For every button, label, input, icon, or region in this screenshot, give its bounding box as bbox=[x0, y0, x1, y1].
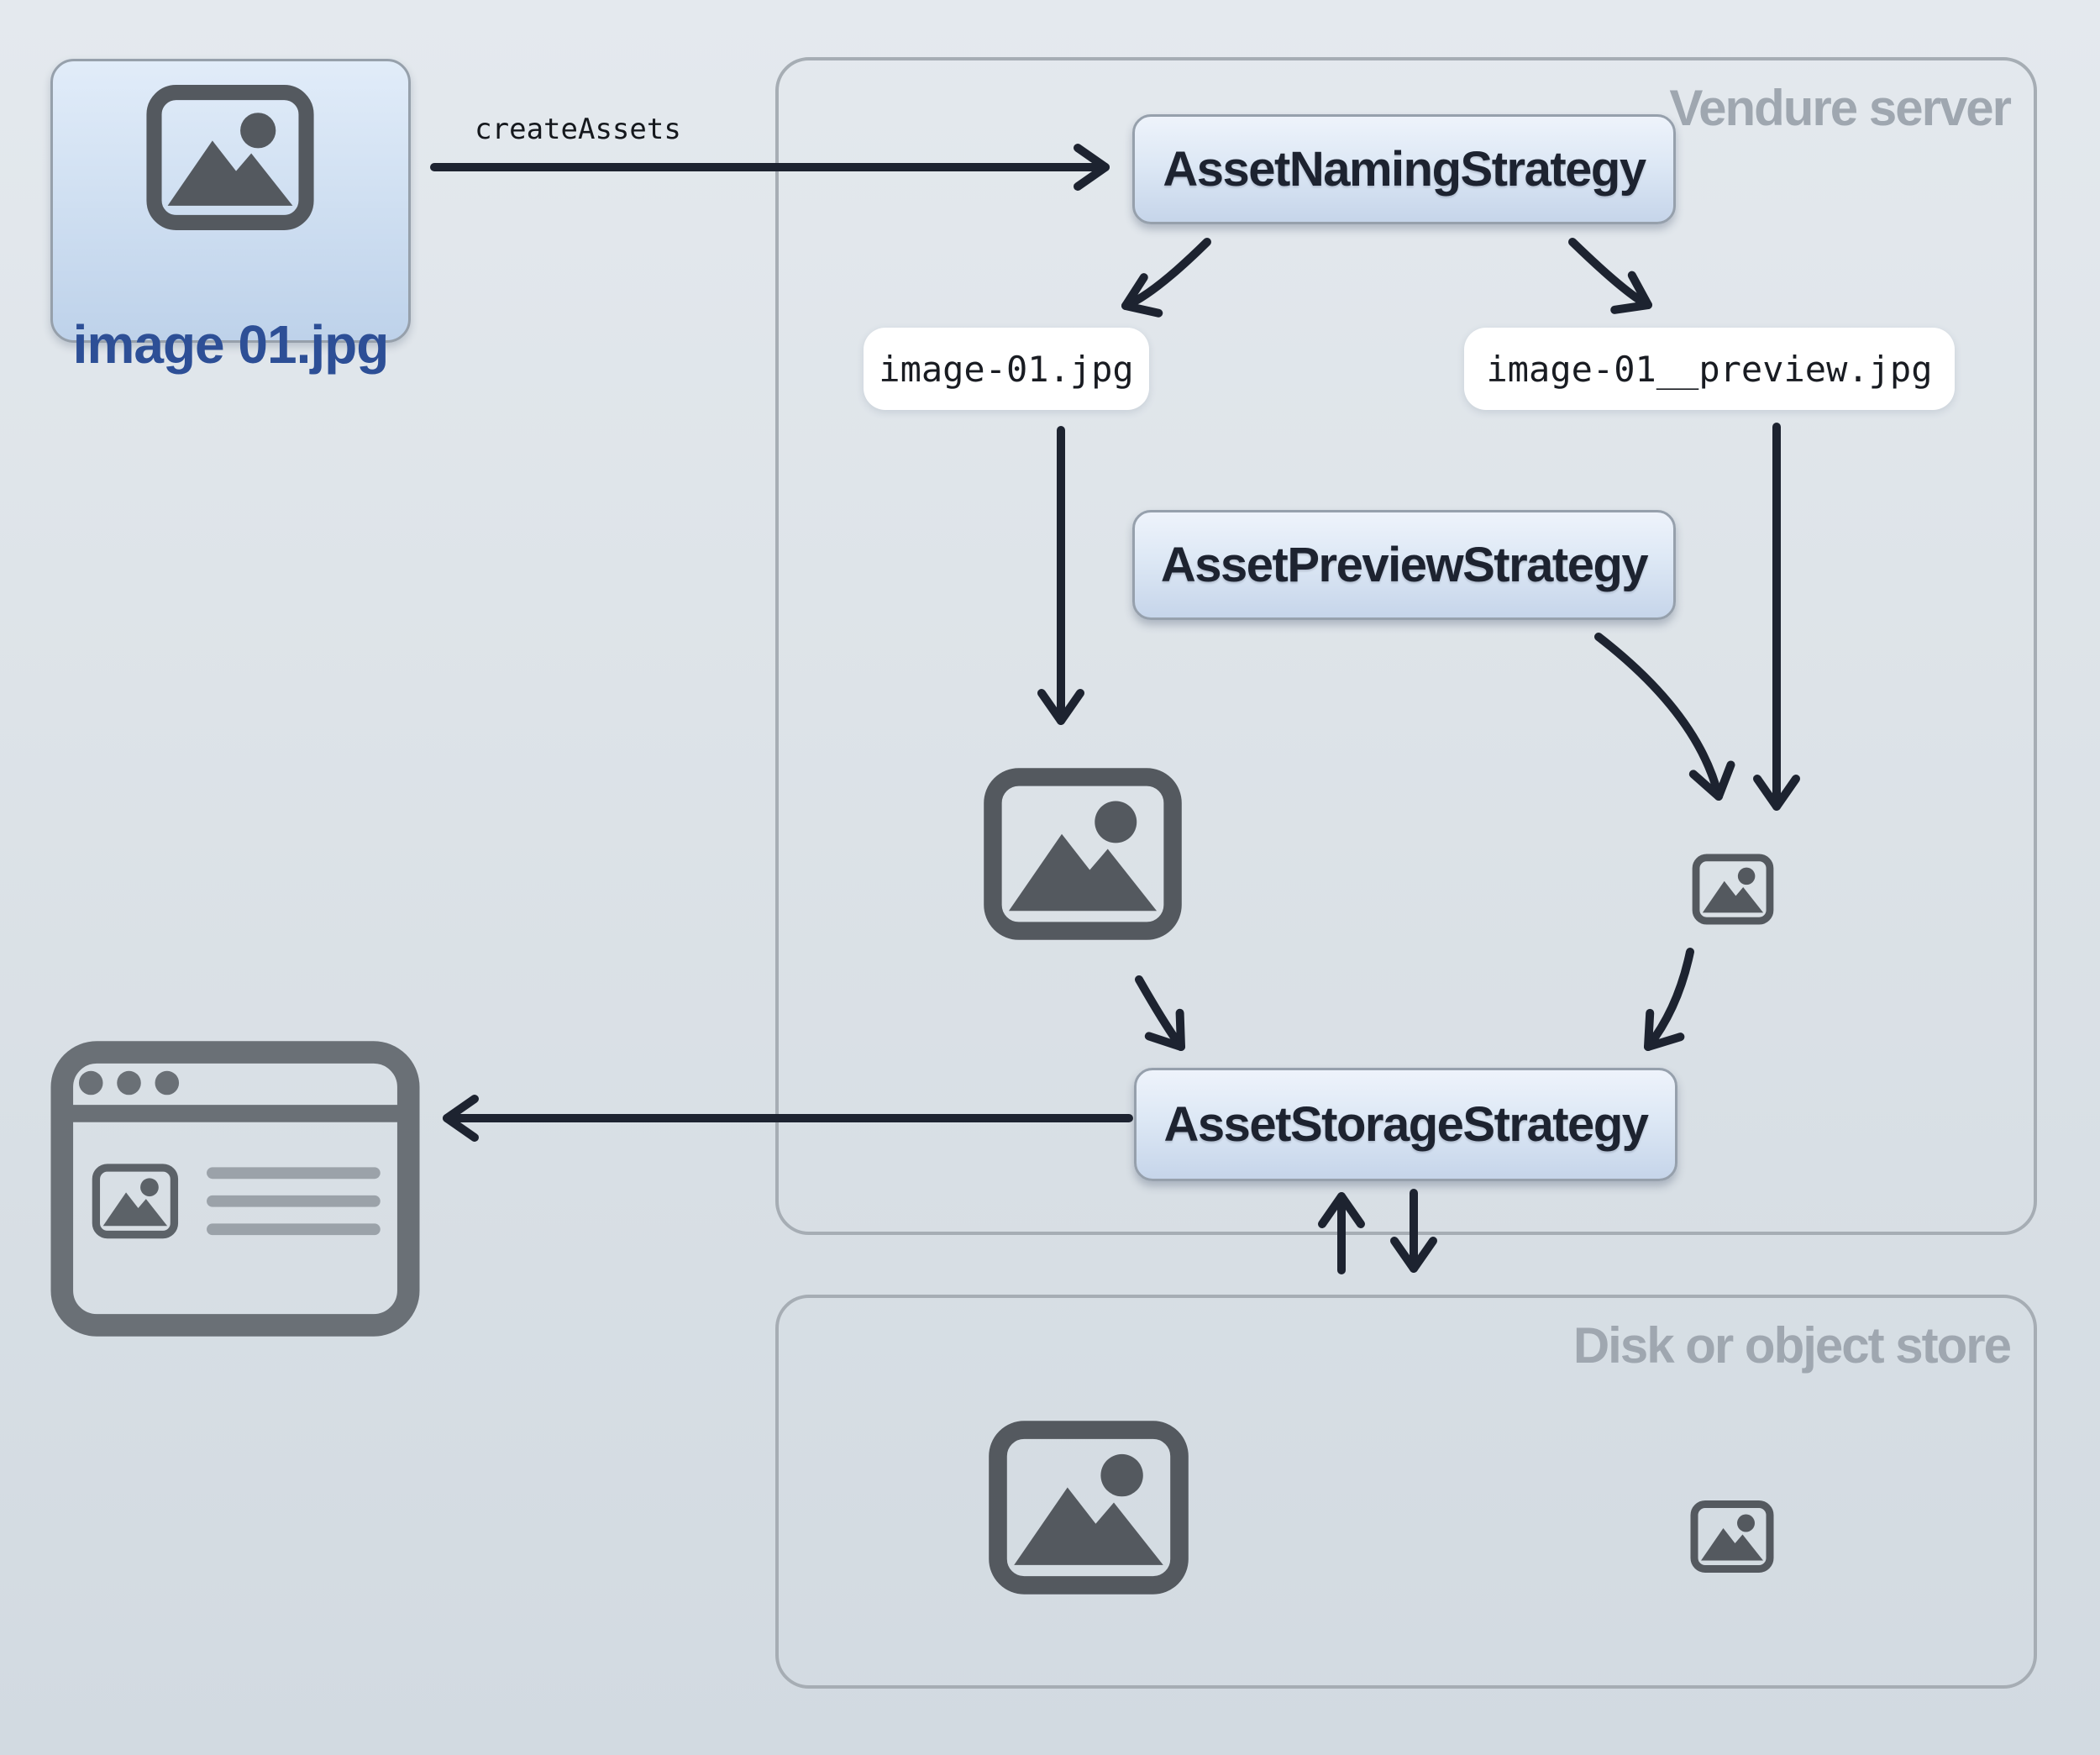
create-assets-label: createAssets bbox=[475, 113, 681, 146]
stored-preview-image-icon bbox=[1690, 1500, 1774, 1574]
disk-store-region: Disk or object store bbox=[775, 1295, 2037, 1689]
full-size-image-icon bbox=[983, 767, 1183, 941]
asset-naming-strategy-node: AssetNamingStrategy bbox=[1132, 114, 1676, 224]
disk-store-title: Disk or object store bbox=[1572, 1317, 2012, 1374]
asset-preview-strategy-node: AssetPreviewStrategy bbox=[1132, 510, 1676, 620]
preview-image-icon bbox=[1690, 854, 1776, 925]
asset-storage-strategy-node: AssetStorageStrategy bbox=[1134, 1068, 1677, 1181]
browser-window-icon bbox=[50, 1038, 420, 1339]
vendure-server-region: Vendure server bbox=[775, 57, 2037, 1235]
preview-filename-chip: image-01__preview.jpg bbox=[1464, 328, 1955, 410]
source-filename-chip: image-01.jpg bbox=[864, 328, 1149, 410]
image-icon bbox=[144, 84, 317, 231]
stored-full-size-image-icon bbox=[988, 1420, 1189, 1595]
source-file-name: image 01.jpg bbox=[72, 314, 390, 375]
source-file-card: image 01.jpg bbox=[50, 59, 411, 375]
vendure-server-title: Vendure server bbox=[1669, 80, 2012, 136]
